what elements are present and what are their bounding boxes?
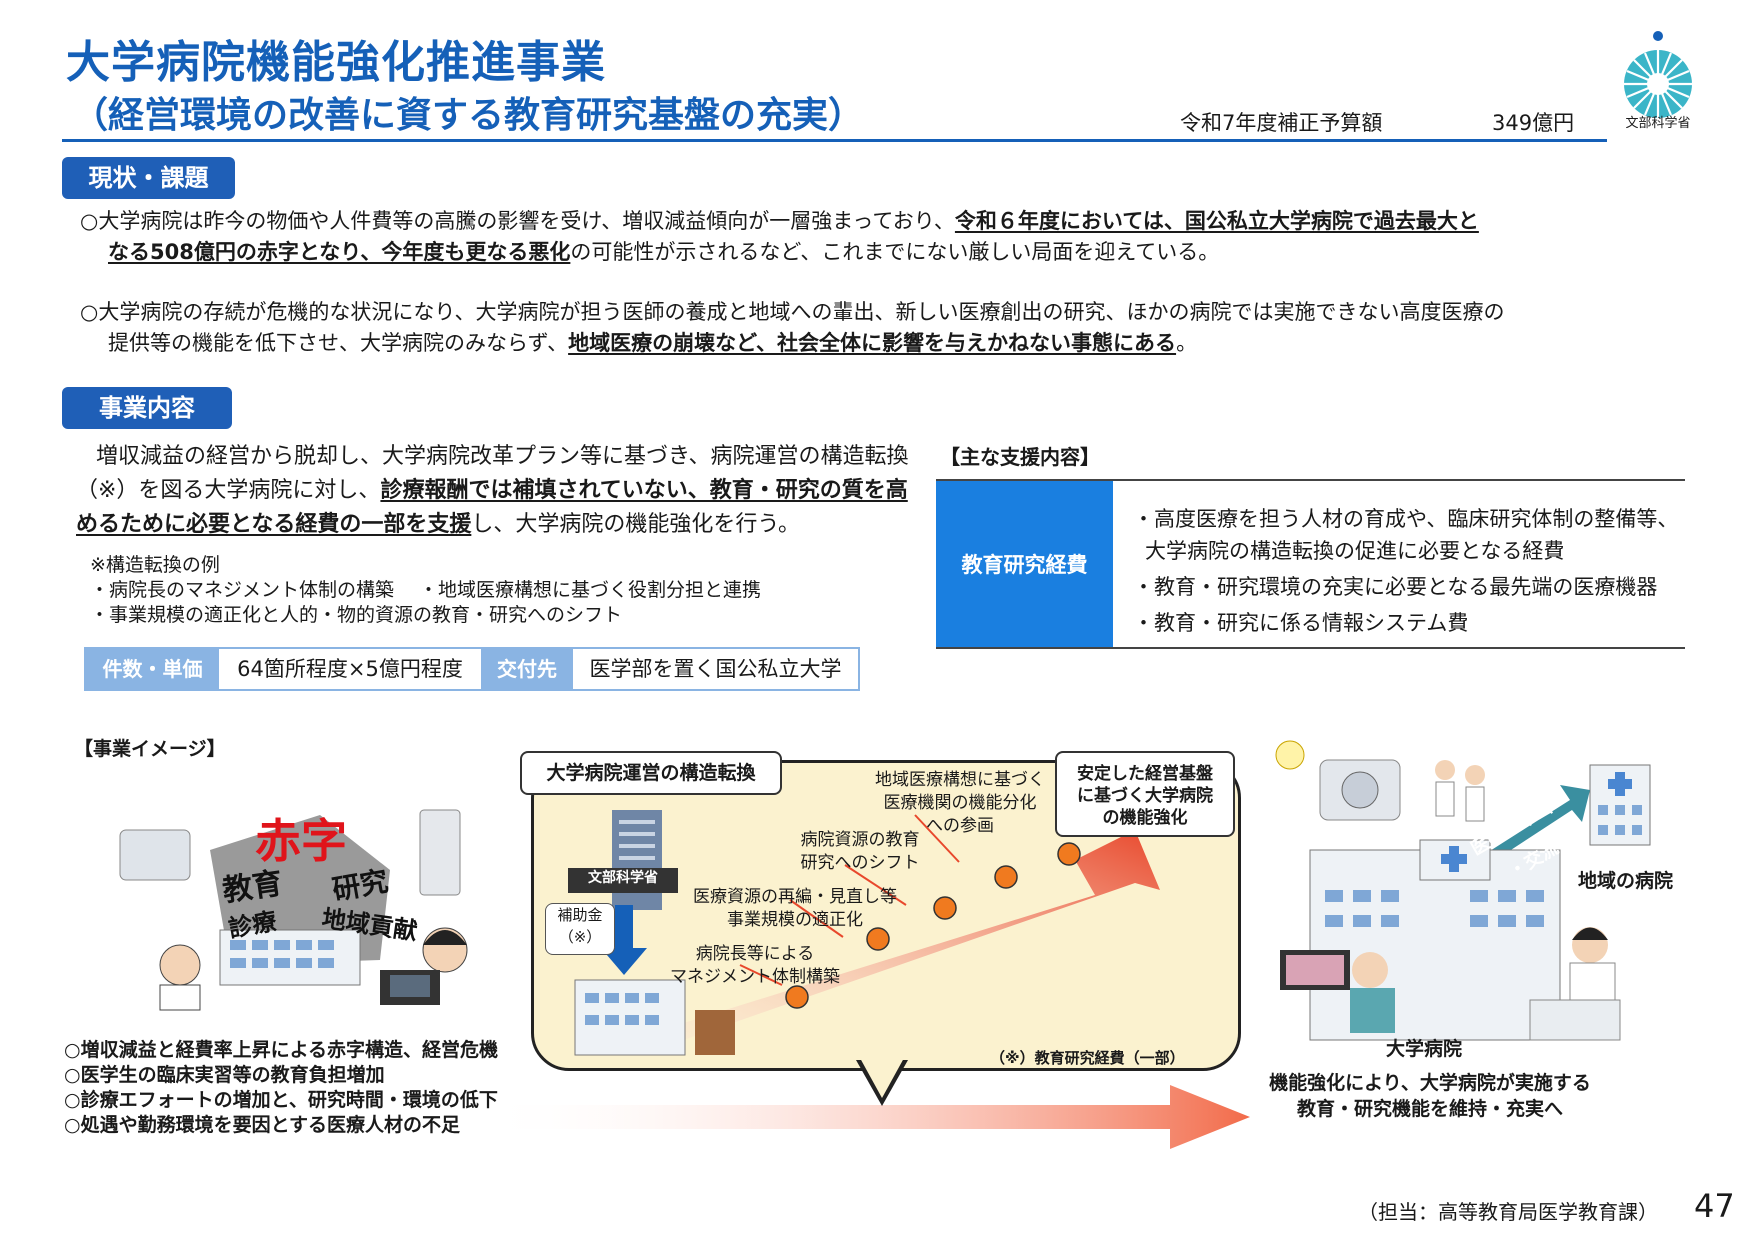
- current-paragraph-1: ○大学病院は昨今の物価や人件費等の高騰の影響を受け、増収減益傾向が一層強まってお…: [80, 209, 1479, 264]
- university-hospital-label: 大学病院: [1386, 1038, 1463, 1060]
- recipient-header: 交付先: [481, 649, 573, 689]
- count-unit-value: 64箇所程度×5億円程度: [219, 649, 481, 689]
- budget-label: 令和7年度補正予算額: [1180, 111, 1383, 135]
- subsidy-box: 補助金 （※）: [545, 903, 615, 955]
- ministry-logo-icon: [1624, 31, 1692, 118]
- problem-bullet: ○診療エフォートの増加と、研究時間・環境の低下: [64, 1089, 498, 1111]
- image-section-title: 【事業イメージ】: [74, 738, 226, 760]
- problem-bullet: ○医学生の臨床実習等の教育負担増加: [64, 1064, 385, 1086]
- ministry-sign: 文部科学省: [588, 870, 658, 886]
- right-caption: 機能強化により、大学病院が実施する 教育・研究機能を維持・充実へ: [1269, 1072, 1591, 1120]
- page-title: 大学病院機能強化推進事業: [66, 37, 606, 88]
- page-subtitle: （経営環境の改善に資する教育研究基盤の充実）: [72, 95, 865, 136]
- education-word: 教育: [220, 865, 285, 909]
- stable-foundation-box: 安定した経営基盤 に基づく大学病院 の機能強化: [1055, 751, 1235, 837]
- count-unit-header: 件数・単価: [86, 649, 219, 689]
- support-items: ・高度医療を担う人材の育成や、臨床研究体制の整備等、 大学病院の構造転換の促進に…: [1133, 507, 1679, 635]
- step-regional: 地域医療構想に基づく 医療機関の機能分化 への参画: [875, 770, 1045, 836]
- deficit-illustration: [119, 809, 468, 1011]
- budget-value: 349億円: [1492, 111, 1575, 135]
- support-head: 教育研究経費: [936, 481, 1113, 647]
- support-title: 【主な支援内容】: [940, 445, 1100, 469]
- deficit-word: 赤字: [255, 814, 347, 868]
- structure-note: ※構造転換の例 ・病院長のマネジメント体制の構築 ・地域医療構想に基づく役割分担…: [90, 554, 762, 626]
- step-management: 病院長等による マネジメント体制構築: [670, 944, 840, 987]
- problem-bullet: ○増収減益と経費率上昇による赤字構造、経営危機: [64, 1039, 499, 1061]
- contact-info: （担当：高等教育局医学教育課）: [1358, 1200, 1658, 1224]
- problem-bullet: ○処遇や勤務環境を要因とする医療人材の不足: [64, 1114, 461, 1136]
- regional-hospital-label: 地域の病院: [1578, 870, 1674, 892]
- section-label-current: 現状・課題: [62, 157, 235, 199]
- current-paragraph-2: ○大学病院の存続が危機的な状況になり、大学病院が担う医師の養成と地域への輩出、新…: [80, 300, 1505, 355]
- grant-info-table: 件数・単価 64箇所程度×5億円程度 交付先 医学部を置く国公私立大学: [84, 647, 860, 691]
- section-label-project: 事業内容: [62, 387, 232, 429]
- bubble-tail-inner: [860, 1058, 904, 1098]
- support-table: 教育研究経費 ・高度医療を担う人材の育成や、臨床研究体制の整備等、 大学病院の構…: [936, 479, 1685, 649]
- transformation-label: 大学病院運営の構造転換: [520, 751, 782, 795]
- page-number: 47: [1694, 1187, 1735, 1225]
- progress-arrow: [480, 1085, 1250, 1149]
- university-hospital-illustration: [1275, 740, 1651, 1041]
- project-paragraph: 増収減益の経営から脱却し、大学病院改革プラン等に基づき、病院運営の構造転換（※）…: [76, 444, 909, 537]
- ministry-logo-text: 文部科学省: [1625, 116, 1691, 131]
- transformation-graphic: [568, 810, 1160, 1056]
- recipient-value: 医学部を置く国公私立大学: [573, 649, 858, 689]
- bubble-footnote: （※）教育研究経費（一部）: [990, 1049, 1185, 1067]
- title-rule: [62, 139, 1607, 142]
- problem-bullets: ○増収減益と経費率上昇による赤字構造、経営危機 ○医学生の臨床実習等の教育負担増…: [64, 1038, 498, 1138]
- step-shift: 病院資源の教育 研究へのシフト: [800, 830, 920, 873]
- step-reorganize: 医療資源の再編・見直し等 事業規模の適正化: [693, 887, 897, 930]
